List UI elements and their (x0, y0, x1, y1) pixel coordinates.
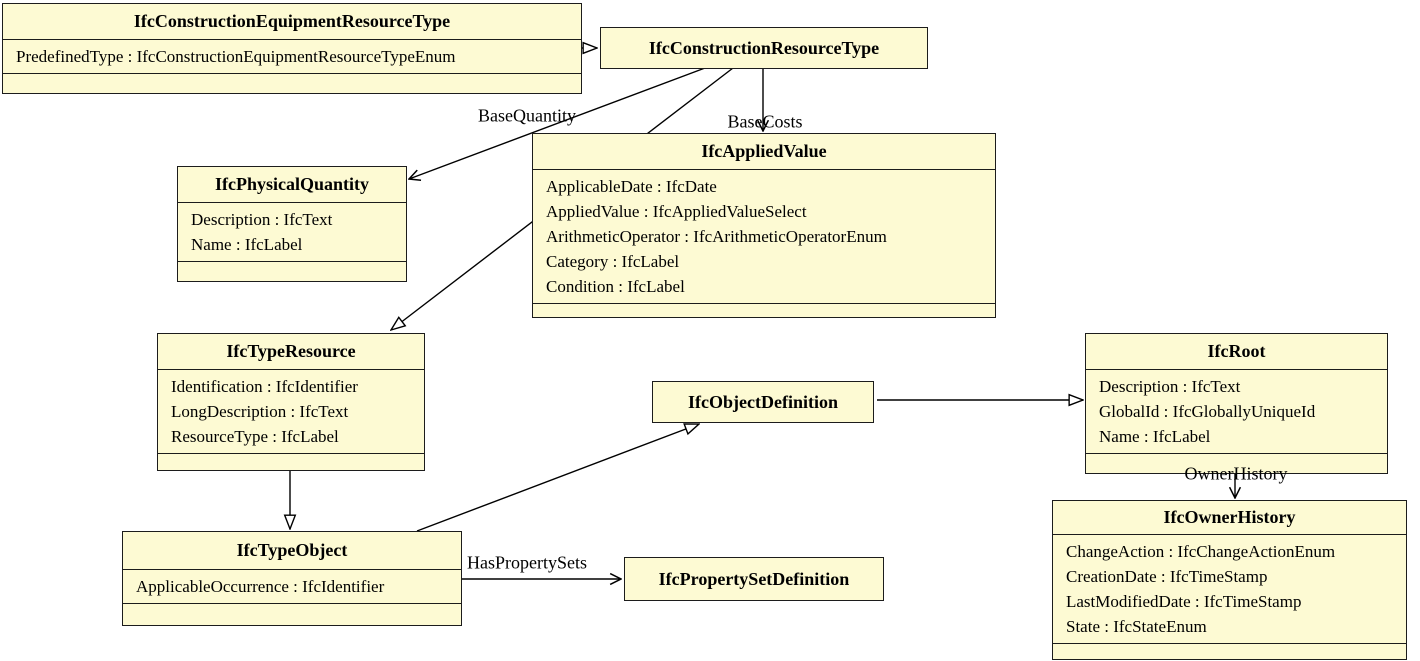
class-attribute: Identification : IfcIdentifier (171, 377, 358, 396)
class-name: IfcConstructionResourceType (648, 37, 880, 58)
class-name: IfcObjectDefinition (688, 391, 838, 412)
class-name: IfcConstructionEquipmentResourceType (3, 4, 581, 40)
class-attribute: GlobalId : IfcGloballyUniqueId (1099, 402, 1316, 421)
class-attributes: Description : IfcText Name : IfcLabel (178, 203, 406, 262)
class-attribute: State : IfcStateEnum (1066, 617, 1207, 636)
class-attributes: ApplicableOccurrence : IfcIdentifier (123, 570, 461, 604)
edge-label-haspropertysets: HasPropertySets (467, 552, 587, 573)
edge-label-basecosts: BaseCosts (727, 111, 803, 132)
class-attribute: CreationDate : IfcTimeStamp (1066, 567, 1268, 586)
class-attribute: AppliedValue : IfcAppliedValueSelect (546, 202, 807, 221)
class-box-ifc-construction-equipment-resource-type: IfcConstructionEquipmentResourceType Pre… (2, 3, 582, 94)
edge-association-basequantity (409, 67, 706, 179)
class-name: IfcPropertySetDefinition (658, 568, 850, 589)
class-box-ifc-property-set-definition: IfcPropertySetDefinition (624, 557, 884, 601)
class-name: IfcTypeObject (123, 532, 461, 570)
edge-generalization-typeobject-to-objectdefinition (416, 424, 699, 532)
class-box-ifc-root: IfcRoot Description : IfcText GlobalId :… (1085, 333, 1388, 474)
class-attribute: PredefinedType : IfcConstructionEquipmen… (16, 47, 456, 66)
class-attribute: LongDescription : IfcText (171, 402, 349, 421)
class-box-ifc-owner-history: IfcOwnerHistory ChangeAction : IfcChange… (1052, 500, 1407, 660)
class-empty-compartment (123, 604, 461, 625)
class-empty-compartment (3, 74, 581, 93)
class-attribute: Category : IfcLabel (546, 252, 680, 271)
class-name: IfcOwnerHistory (1053, 501, 1406, 535)
class-attribute: ApplicableDate : IfcDate (546, 177, 717, 196)
class-attribute: ApplicableOccurrence : IfcIdentifier (136, 577, 385, 596)
class-empty-compartment (1053, 644, 1406, 659)
class-box-ifc-type-object: IfcTypeObject ApplicableOccurrence : Ifc… (122, 531, 462, 626)
class-box-ifc-construction-resource-type: IfcConstructionResourceType (600, 27, 928, 69)
class-name: IfcRoot (1086, 334, 1387, 370)
class-attribute: Description : IfcText (1099, 377, 1241, 396)
class-attribute: Name : IfcLabel (1099, 427, 1211, 446)
class-empty-compartment (533, 304, 995, 317)
class-empty-compartment (178, 262, 406, 281)
class-attributes: PredefinedType : IfcConstructionEquipmen… (3, 40, 581, 74)
class-attribute: Condition : IfcLabel (546, 277, 685, 296)
class-attributes: Description : IfcText GlobalId : IfcGlob… (1086, 370, 1387, 454)
class-attributes: ApplicableDate : IfcDate AppliedValue : … (533, 170, 995, 304)
edge-label-basequantity: BaseQuantity (478, 105, 576, 126)
class-attribute: ChangeAction : IfcChangeActionEnum (1066, 542, 1336, 561)
class-attribute: ResourceType : IfcLabel (171, 427, 339, 446)
class-attribute: Name : IfcLabel (191, 235, 303, 254)
class-box-ifc-type-resource: IfcTypeResource Identification : IfcIden… (157, 333, 425, 471)
class-box-ifc-physical-quantity: IfcPhysicalQuantity Description : IfcTex… (177, 166, 407, 282)
class-attributes: ChangeAction : IfcChangeActionEnum Creat… (1053, 535, 1406, 644)
class-box-ifc-object-definition: IfcObjectDefinition (652, 381, 874, 423)
class-empty-compartment (158, 454, 424, 470)
class-name: IfcPhysicalQuantity (178, 167, 406, 203)
class-attribute: ArithmeticOperator : IfcArithmeticOperat… (546, 227, 887, 246)
class-name: IfcAppliedValue (533, 134, 995, 170)
edge-label-ownerhistory: OwnerHistory (1184, 463, 1288, 484)
class-attribute: Description : IfcText (191, 210, 333, 229)
class-box-ifc-applied-value: IfcAppliedValue ApplicableDate : IfcDate… (532, 133, 996, 318)
class-attribute: LastModifiedDate : IfcTimeStamp (1066, 592, 1302, 611)
class-attributes: Identification : IfcIdentifier LongDescr… (158, 370, 424, 454)
class-name: IfcTypeResource (158, 334, 424, 370)
